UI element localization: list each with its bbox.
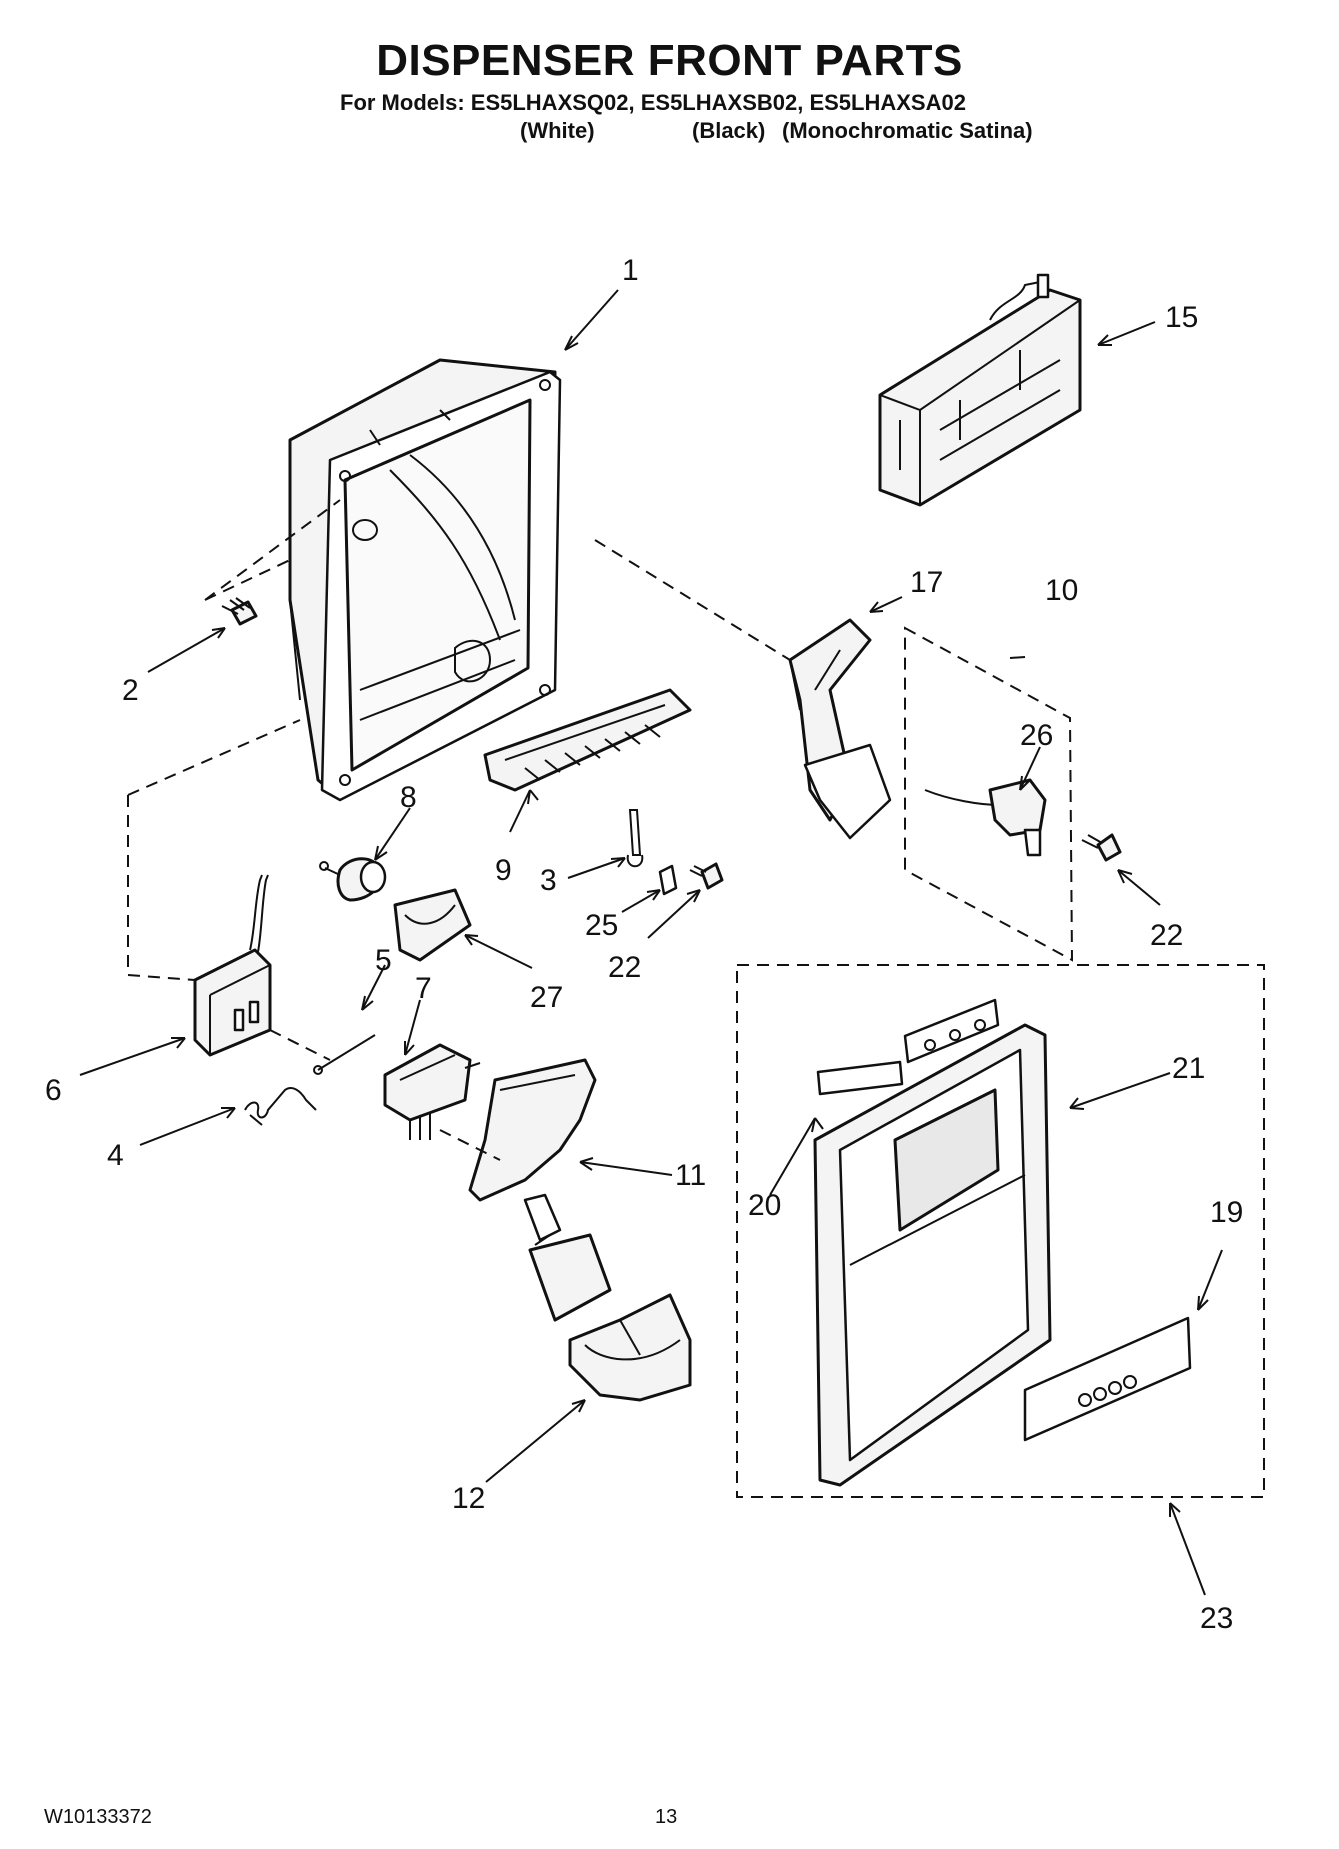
callout-20: 20 [748,1189,781,1222]
callout-4: 4 [107,1139,124,1172]
callout-15: 15 [1165,301,1198,334]
callout-7: 7 [415,972,432,1005]
part-21-facade [813,998,1052,1487]
part-4-spring [244,1087,317,1126]
models-line: For Models: ES5LHAXSQ02, ES5LHAXSB02, ES… [340,90,966,115]
variant-black: (Black) [692,118,766,143]
callout-5: 5 [375,944,392,977]
part-5-rod [313,1034,376,1075]
callout-6: 6 [45,1074,62,1107]
callout-26: 26 [1020,719,1053,752]
part-22-screw-center [689,862,724,890]
callout-labels: 1 15 17 10 2 26 8 9 3 25 22 22 27 5 7 21… [45,254,1243,1635]
callout-8: 8 [400,781,417,814]
callout-11: 11 [675,1159,706,1192]
callout-3: 3 [540,864,557,897]
variant-mono: (Monochromatic Satina) [782,118,1033,143]
part-9-chute-door [483,688,692,792]
callout-1: 1 [622,254,639,287]
callout-21: 21 [1172,1052,1205,1085]
group-10-box [904,626,1074,962]
part-2-screw [221,597,258,626]
part-26-switch [924,778,1047,857]
alignment-lines [127,499,791,1161]
part-17-paddle [788,618,892,840]
part-20-trim [816,1060,904,1096]
part-11-water-actuator [468,1058,612,1322]
part-1-housing [288,358,562,802]
page-title: DISPENSER FRONT PARTS [376,36,963,85]
part-8-motor [319,857,387,902]
document-number: W10133372 [44,1806,152,1828]
part-15-control-housing [878,273,1082,507]
callout-22-center: 22 [608,951,641,984]
callout-2: 2 [122,674,139,707]
part-22-screw-right [1081,833,1122,862]
callout-9: 9 [495,854,512,887]
group-23-box [736,964,1265,1498]
variant-white: (White) [520,118,595,143]
part-7-solenoid [383,1043,481,1140]
part-12-drip-tray [568,1293,692,1402]
part-19-panel [1023,1316,1192,1442]
callout-12: 12 [452,1482,485,1515]
callout-10: 10 [1045,574,1078,607]
callout-25: 25 [585,909,618,942]
part-27-cover [393,888,472,962]
callout-23: 23 [1200,1602,1233,1635]
callout-17: 17 [910,566,943,599]
callout-27: 27 [530,981,563,1014]
callout-22-right: 22 [1150,919,1183,952]
leader-lines [79,289,1223,1596]
page-number: 13 [655,1806,678,1828]
callout-19: 19 [1210,1196,1243,1229]
part-3-clip [626,809,644,868]
part-25-plate [658,864,678,896]
part-6-module [193,874,272,1057]
